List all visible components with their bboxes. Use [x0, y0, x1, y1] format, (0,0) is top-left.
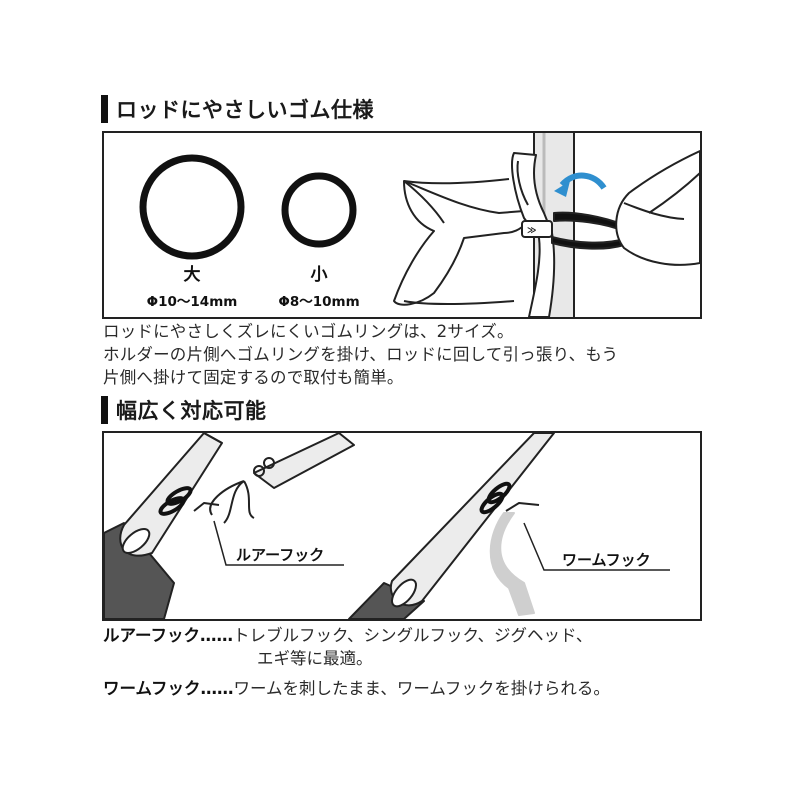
lure-rod-illustration	[104, 433, 355, 619]
small-label: 小	[311, 265, 328, 285]
section-heading-compat: 幅広く対応可能	[101, 396, 267, 424]
ring-small-icon	[281, 172, 357, 248]
rubber-line-3: 片側へ掛けて固定するので取付も簡単。	[103, 368, 404, 387]
worm-hook-term: ワームフック……	[103, 679, 234, 698]
rotate-arrow-icon	[554, 172, 607, 197]
worm-callout-label: ワームフック	[562, 551, 651, 569]
heading-bar	[101, 396, 108, 424]
rubber-ring-panel: 大 Φ10～14mm 小 Φ8～10mm ≫	[102, 131, 702, 319]
heading-text: 幅広く対応可能	[116, 399, 267, 423]
rubber-description: ロッドにやさしくズレにくいゴムリングは、2サイズ。 ホルダーの片側へゴムリングを…	[103, 320, 618, 389]
lure-hook-description: ルアーフック……トレブルフック、シングルフック、ジグヘッド、 エギ等に最適。	[103, 624, 592, 670]
worm-hook-text: ワームを刺したまま、ワームフックを掛けられる。	[233, 679, 610, 698]
lure-hook-term: ルアーフック……	[103, 626, 234, 645]
ring-large-icon	[139, 154, 245, 260]
hook-compat-panel: ルアーフック ワームフック	[102, 431, 702, 621]
worm-hook-description: ワームフック……ワームを刺したまま、ワームフックを掛けられる。	[103, 677, 610, 700]
heading-text: ロッドにやさしいゴム仕様	[116, 98, 374, 122]
large-size: Φ10～14mm	[147, 294, 238, 310]
rubber-ring-illustration: 大 Φ10～14mm 小 Φ8～10mm ≫	[139, 133, 700, 317]
hook-compat-illustration: ルアーフック ワームフック	[104, 433, 670, 619]
svg-text:≫: ≫	[527, 226, 536, 236]
heading-bar	[101, 95, 108, 123]
lure-hook-text-cont: エギ等に最適。	[257, 649, 373, 668]
rubber-line-2: ホルダーの片側へゴムリングを掛け、ロッドに回して引っ張り、もう	[103, 345, 619, 364]
lure-callout-line	[213, 520, 344, 566]
holder-mount-illustration: ≫	[393, 133, 700, 317]
worm-callout-line	[523, 522, 670, 571]
lure-callout-label: ルアーフック	[236, 546, 324, 564]
worm-rod-illustration	[348, 433, 555, 619]
rubber-line-1: ロッドにやさしくズレにくいゴムリングは、2サイズ。	[103, 322, 514, 341]
small-size: Φ8～10mm	[278, 294, 359, 310]
lure-hook-text: トレブルフック、シングルフック、ジグヘッド、	[233, 626, 593, 645]
large-label: 大	[184, 264, 201, 285]
section-heading-rubber: ロッドにやさしいゴム仕様	[101, 95, 374, 123]
